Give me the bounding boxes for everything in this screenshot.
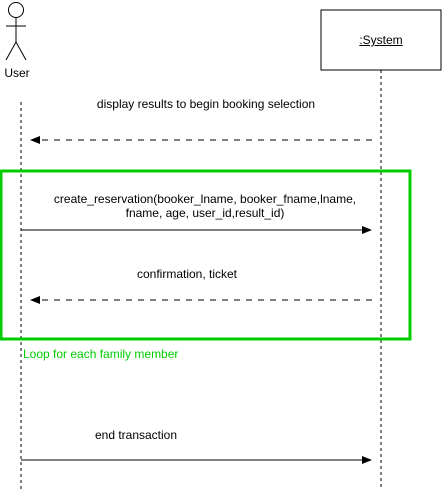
- loop-fragment-label: Loop for each family member: [23, 347, 179, 361]
- message-label-create-reservation-line2: fname, age, user_id,result_id): [125, 206, 285, 220]
- loop-fragment-frame: [0, 169, 412, 341]
- actor-label: User: [4, 66, 30, 80]
- message-label-create-reservation-line1: create_reservation(booker_lname, booker_…: [53, 192, 357, 206]
- user-actor-figure: [5, 2, 27, 61]
- system-lifeline-box: [320, 9, 442, 71]
- message-label-confirmation: confirmation, ticket: [136, 267, 238, 281]
- message-label-end-transaction: end transaction: [94, 428, 178, 442]
- message-label-display-results: display results to begin booking selecti…: [96, 97, 316, 111]
- system-label: :System: [359, 33, 403, 47]
